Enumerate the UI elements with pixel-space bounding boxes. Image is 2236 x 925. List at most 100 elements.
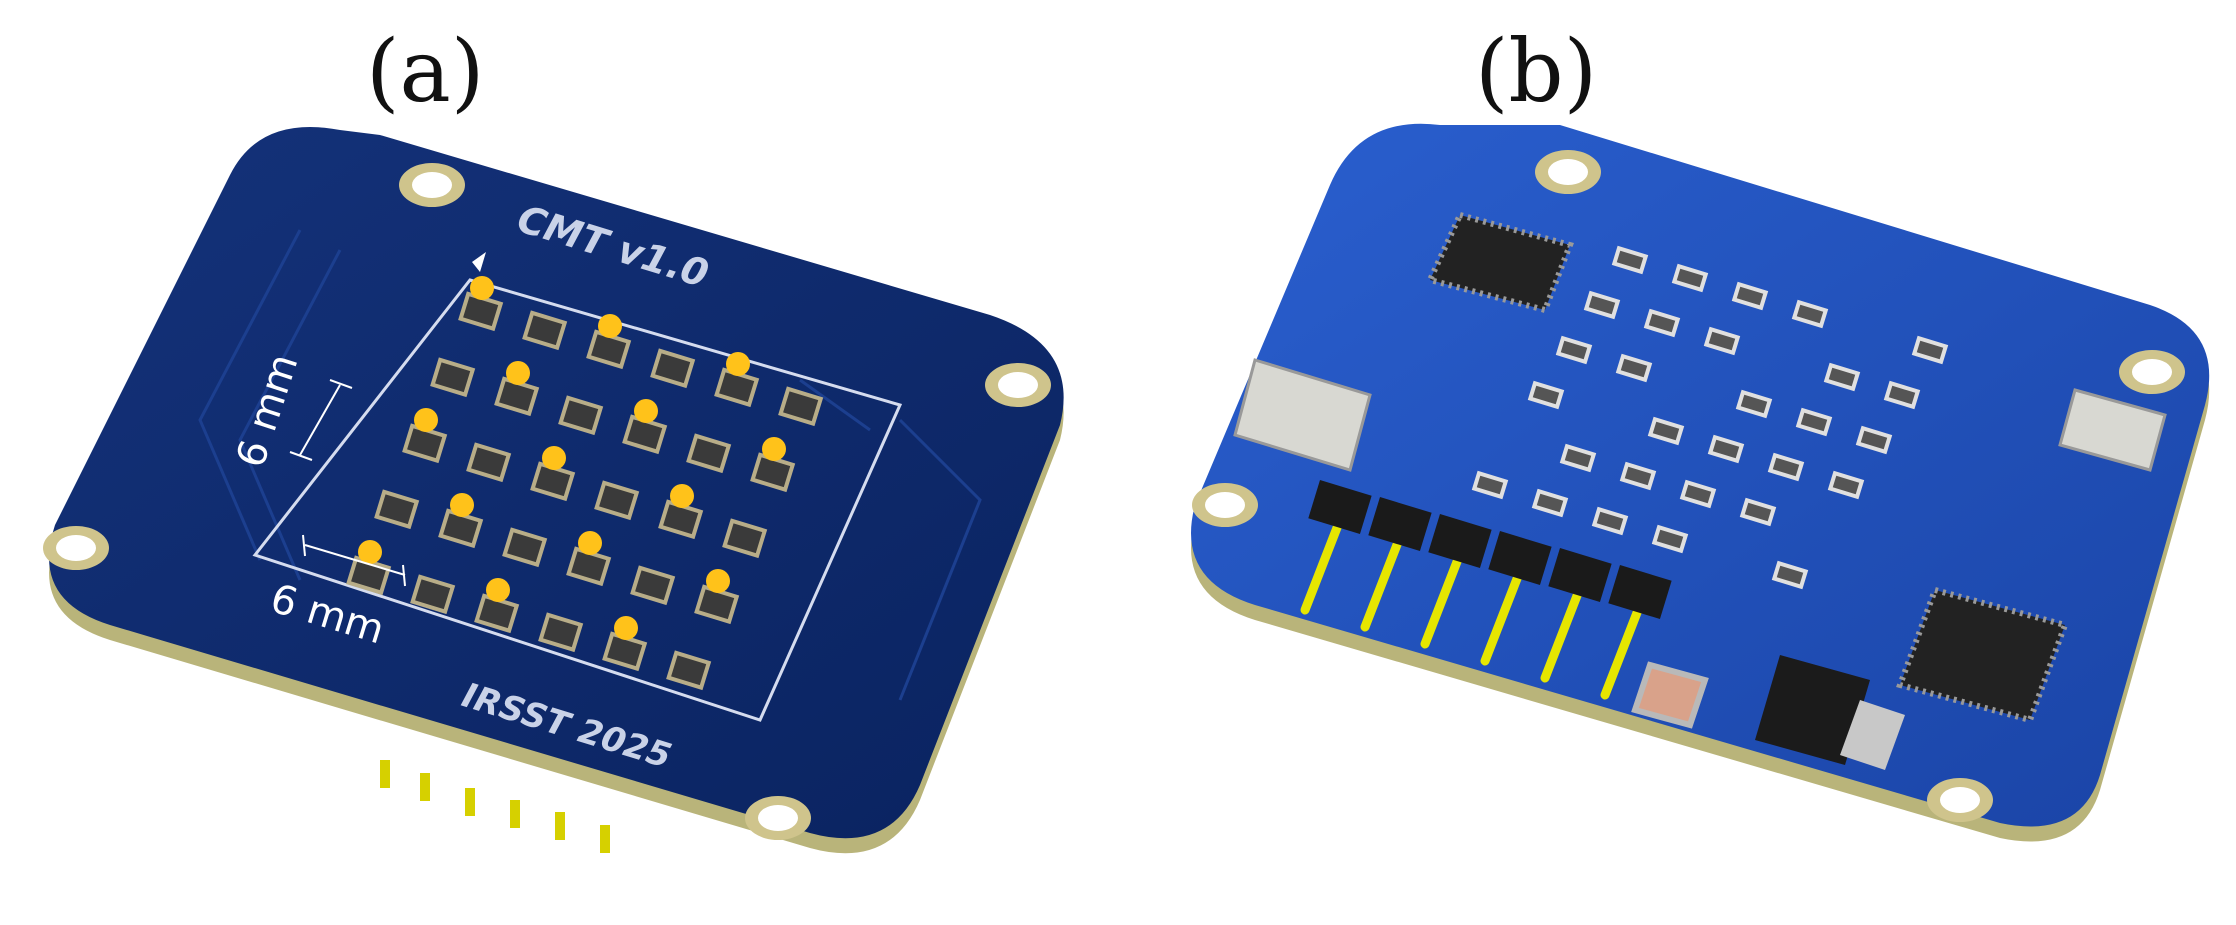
sensor-cell: [502, 527, 548, 568]
smd-component: [1559, 443, 1597, 473]
led-dot: [414, 408, 438, 432]
smd-component: [1703, 326, 1741, 356]
sensor-cell: [714, 352, 760, 408]
sensor-cell: [474, 578, 520, 634]
sensor-cell: [430, 357, 476, 398]
led-dot: [506, 361, 530, 385]
sensor-cell: [778, 386, 824, 427]
sensor-cell: [694, 569, 740, 625]
smd-component: [1583, 290, 1621, 320]
capacitor: [1631, 661, 1709, 729]
smd-component: [1611, 245, 1649, 275]
sensor-area-outline: [252, 278, 903, 722]
dimension-markers: [289, 379, 406, 587]
smd-component: [1739, 497, 1777, 527]
smd-component: [1591, 506, 1629, 536]
led-dot: [578, 531, 602, 555]
mounting-holes-board-a: [43, 163, 1051, 840]
header-pin: [1420, 513, 1492, 649]
sensor-cell: [630, 565, 676, 606]
sensor-cell: [686, 433, 732, 474]
header-pin: [1600, 564, 1672, 700]
sensor-cell: [402, 408, 448, 464]
sensor-cell: [494, 361, 540, 417]
led-dot: [726, 352, 750, 376]
sensor-cell: [438, 493, 484, 549]
sensor-cell: [466, 442, 512, 483]
header-pin: [1540, 547, 1612, 683]
voltage-regulator: [1755, 655, 1905, 770]
header-pin: [1480, 531, 1552, 666]
sensor-cell: [750, 437, 796, 493]
header-pins-under-board-a: [380, 760, 610, 853]
smd-component: [1911, 335, 1949, 365]
header-pin: [1360, 496, 1432, 632]
led-dot: [762, 437, 786, 461]
sensor-cell: [602, 616, 648, 672]
sensor-cell: [650, 348, 696, 389]
smd-component: [1823, 362, 1861, 392]
smd-component: [1555, 335, 1593, 365]
smd-component: [1707, 434, 1745, 464]
ic-chip-bottom: [1896, 586, 2069, 724]
smd-component: [1651, 524, 1689, 554]
sensor-cell: [722, 518, 768, 559]
connector-left: [1233, 358, 1372, 472]
sensor-cell: [566, 531, 612, 587]
smd-component: [1735, 389, 1773, 419]
led-dot: [358, 540, 382, 564]
led-dot: [486, 578, 510, 602]
smd-component: [1679, 479, 1717, 509]
sensor-cell: [522, 310, 568, 351]
smd-component: [1615, 353, 1653, 383]
smd-component: [1791, 299, 1829, 329]
smd-component: [1531, 488, 1569, 518]
sensor-cell: [594, 480, 640, 521]
sensor-cell: [530, 446, 576, 502]
led-dot: [634, 399, 658, 423]
smd-component: [1647, 416, 1685, 446]
ic-chip-top: [1425, 211, 1574, 314]
sensor-cell: [410, 574, 456, 615]
board-a-traces: [198, 229, 982, 701]
panel-b-label: (b): [1475, 22, 1598, 122]
header-pin: [1300, 480, 1372, 615]
smd-component: [1619, 461, 1657, 491]
sensor-cell: [538, 612, 584, 653]
board-b-surface: [1191, 123, 2210, 827]
led-dot: [614, 616, 638, 640]
sensor-cell: [622, 399, 668, 455]
pin-header: [1300, 480, 1672, 700]
sensor-cell: [374, 489, 420, 530]
panel-a-label: (a): [366, 22, 485, 122]
led-dot: [470, 276, 494, 300]
led-dot: [706, 569, 730, 593]
smd-component: [1471, 470, 1509, 500]
smd-component: [1731, 281, 1769, 311]
sensor-board-top-view: CMT v1.0 IRSST 2025 6 mm 6 mm: [43, 127, 1064, 854]
led-dot: [670, 484, 694, 508]
mounting-holes-board-b: [1192, 150, 2185, 822]
sensor-cell: [458, 276, 504, 332]
led-dot: [542, 446, 566, 470]
smd-component: [1827, 470, 1865, 500]
sensor-area-marker: [472, 252, 486, 272]
smd-component: [1643, 308, 1681, 338]
sensor-cell: [666, 650, 712, 691]
smd-component: [1771, 560, 1809, 590]
smd-component: [1527, 380, 1565, 410]
smd-component: [1795, 407, 1833, 437]
sensor-cell: [586, 314, 632, 370]
sensor-cell: [558, 395, 604, 436]
controller-board-bottom-view: [1191, 123, 2210, 842]
led-dot: [450, 493, 474, 517]
sensor-cell: [658, 484, 704, 540]
led-dot: [598, 314, 622, 338]
passive-components: [1471, 245, 1949, 590]
smd-component: [1883, 380, 1921, 410]
smd-component: [1855, 425, 1893, 455]
sensor-grid: [346, 276, 824, 691]
smd-component: [1671, 263, 1709, 293]
smd-component: [1767, 452, 1805, 482]
